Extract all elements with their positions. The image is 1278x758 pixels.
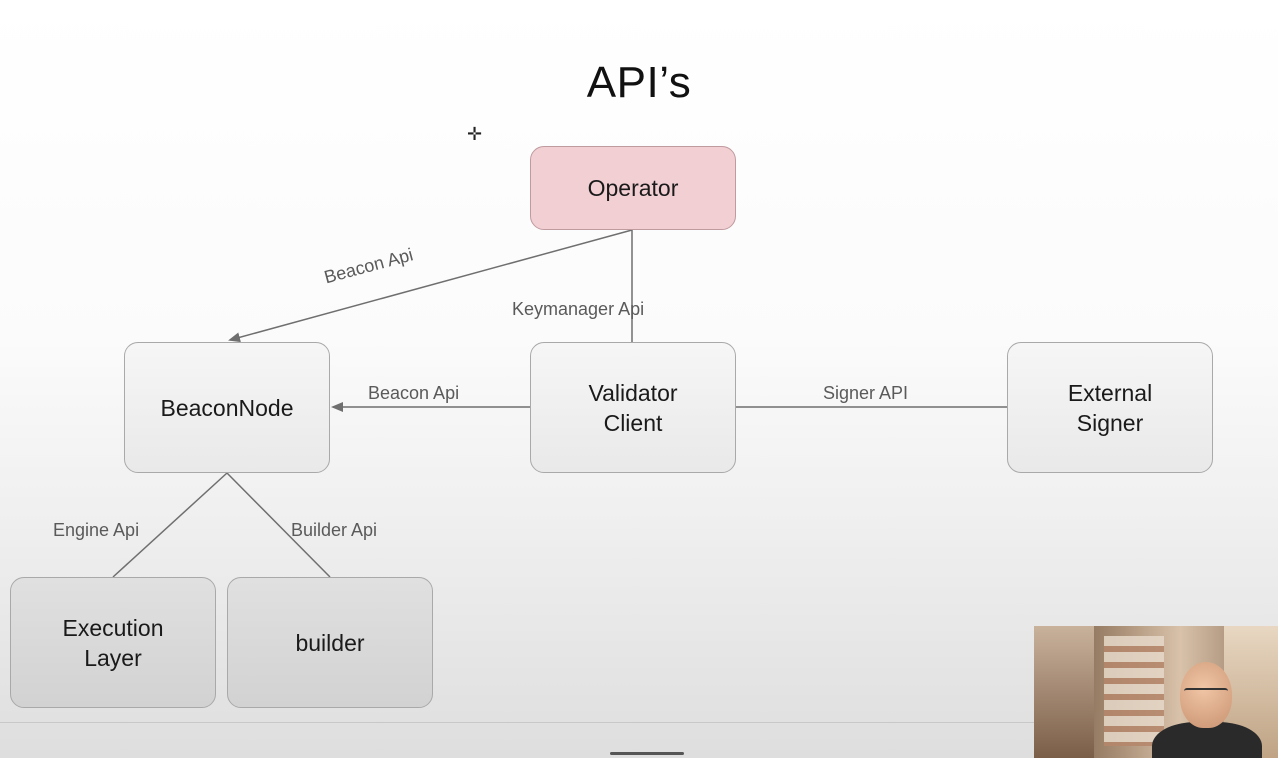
move-cursor-icon: ✛ xyxy=(467,124,483,144)
edge-label-keymanager: Keymanager Api xyxy=(512,299,645,319)
slide-title: API’s xyxy=(586,58,692,107)
node-execution-layer: Execution Layer xyxy=(10,577,216,708)
scrub-bar[interactable] xyxy=(610,752,684,755)
webcam-background-clothes xyxy=(1104,636,1164,746)
slide-bottom-edge xyxy=(0,722,1040,723)
webcam-background-shelf xyxy=(1034,626,1094,758)
edge-beacon-builder xyxy=(226,472,331,578)
edge-beacon-execution xyxy=(112,472,228,578)
edge-label-builder: Builder Api xyxy=(291,520,378,540)
node-external-signer: External Signer xyxy=(1007,342,1213,473)
edge-label-signer: Signer API xyxy=(823,383,909,403)
node-operator: Operator xyxy=(530,146,736,230)
presenter-glasses xyxy=(1184,688,1228,698)
node-validator-client: Validator Client xyxy=(530,342,736,473)
presenter-head xyxy=(1180,662,1232,728)
edge-label-engine: Engine Api xyxy=(53,520,140,540)
node-beacon-node: BeaconNode xyxy=(124,342,330,473)
edge-label-validator-beacon: Beacon Api xyxy=(368,383,460,403)
presenter-body xyxy=(1152,722,1262,758)
presenter-webcam xyxy=(1034,626,1278,758)
edge-operator-beacon xyxy=(228,229,633,343)
node-builder: builder xyxy=(227,577,433,708)
